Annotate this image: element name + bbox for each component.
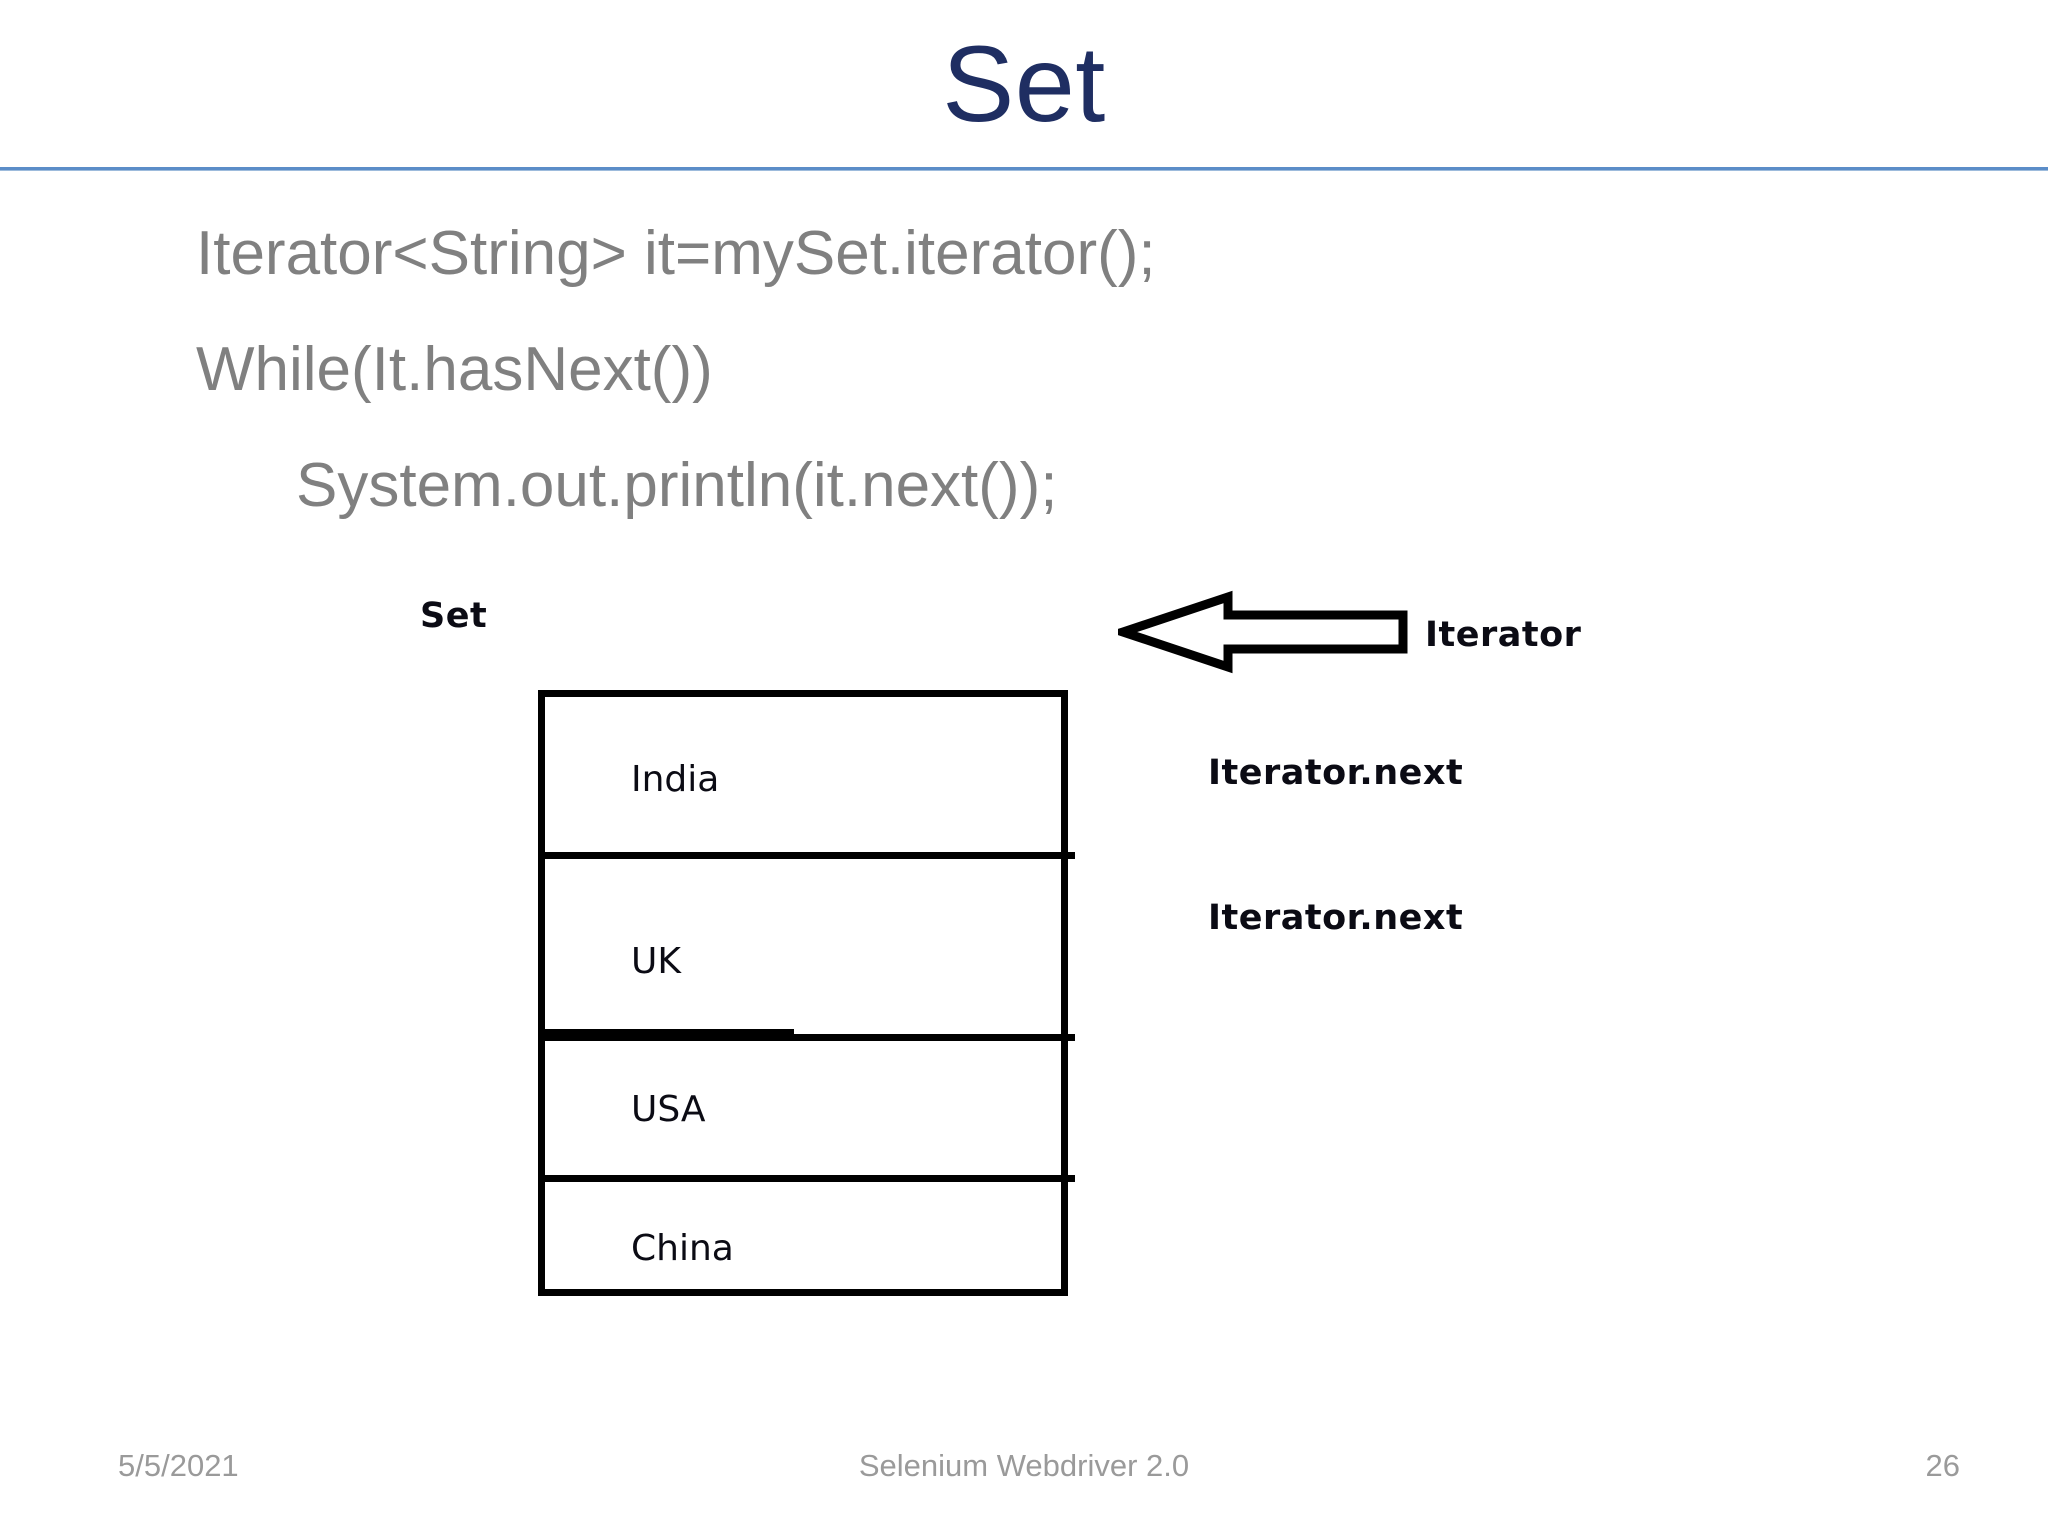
set-row-divider-0	[538, 852, 1075, 859]
set-cell-0: India	[545, 697, 1061, 852]
set-cell-3: China	[545, 1182, 1061, 1303]
title-divider	[0, 167, 2048, 170]
footer-date: 5/5/2021	[118, 1448, 239, 1483]
code-line-2: While(It.hasNext())	[196, 335, 713, 404]
set-cell-label: USA	[631, 1089, 706, 1130]
diagram-label-iterator-next-2: Iterator.next	[1208, 898, 1464, 938]
set-cell-1: UK	[545, 859, 1061, 1034]
code-block: Iterator<String> it=mySet.iterator(); Wh…	[0, 196, 2048, 544]
page-title: Set	[942, 23, 1106, 144]
set-cell-label: UK	[631, 941, 681, 982]
title-divider-shadow	[0, 170, 2048, 171]
code-line-1: Iterator<String> it=mySet.iterator();	[196, 219, 1156, 288]
code-line-3: System.out.println(it.next());	[296, 451, 1058, 520]
set-cell-label: China	[631, 1228, 734, 1269]
footer-title: Selenium Webdriver 2.0	[858, 1448, 1190, 1483]
left-block-arrow-icon	[1118, 590, 1408, 674]
set-row-divider-1	[545, 1034, 1075, 1041]
set-row-divider-1-overshoot	[542, 1029, 794, 1035]
set-box: India UK USA China	[538, 690, 1075, 1296]
diagram-label-iterator-next-1: Iterator.next	[1208, 753, 1464, 793]
diagram-label-set: Set	[420, 596, 488, 636]
footer-page-number: 26	[1925, 1448, 1960, 1483]
slide-footer: 5/5/2021 Selenium Webdriver 2.0 26	[0, 1447, 2048, 1497]
set-cell-label: India	[631, 759, 720, 800]
diagram-label-iterator: Iterator	[1425, 615, 1582, 655]
set-row-divider-2	[545, 1175, 1075, 1182]
set-cell-2: USA	[545, 1041, 1061, 1175]
